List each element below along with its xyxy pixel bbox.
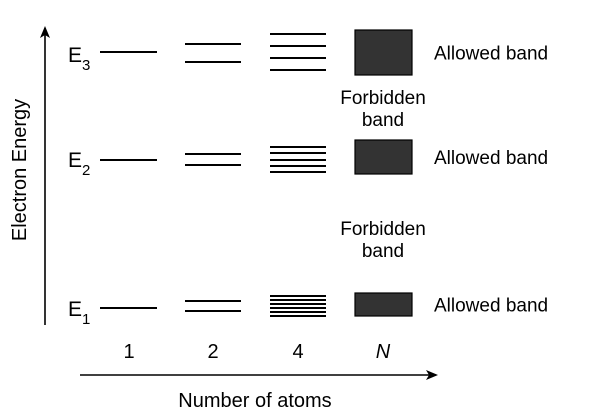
energy-level-label: E2 <box>68 149 90 179</box>
forbidden-band-label: Forbidden <box>340 88 426 109</box>
energy-level-1: E1 Allowed band <box>68 292 548 328</box>
column-label-4: 4 <box>292 341 303 363</box>
energy-level-2: E2 Allowed band <box>68 139 548 179</box>
energy-level-label: E3 <box>68 44 90 74</box>
allowed-band-block <box>354 139 413 175</box>
column-label-1: 1 <box>123 341 134 363</box>
forbidden-band-label: Forbidden <box>340 219 426 240</box>
forbidden-band-top: Forbidden band <box>340 88 426 131</box>
allowed-band-block <box>354 29 413 76</box>
energy-level-label: E1 <box>68 298 90 328</box>
allowed-band-label: Allowed band <box>434 148 548 169</box>
forbidden-band-bottom: Forbidden band <box>340 219 426 262</box>
forbidden-band-label: band <box>362 241 404 262</box>
x-axis-label: Number of atoms <box>178 390 331 412</box>
allowed-band-label: Allowed band <box>434 44 548 65</box>
y-axis-label: Electron Energy <box>9 99 31 241</box>
allowed-band-label: Allowed band <box>434 296 548 317</box>
column-label-2: 2 <box>207 341 218 363</box>
energy-level-3: E3 Allowed band <box>68 29 548 76</box>
column-label-n: N <box>376 341 391 363</box>
forbidden-band-label: band <box>362 110 404 131</box>
allowed-band-block <box>354 292 413 317</box>
